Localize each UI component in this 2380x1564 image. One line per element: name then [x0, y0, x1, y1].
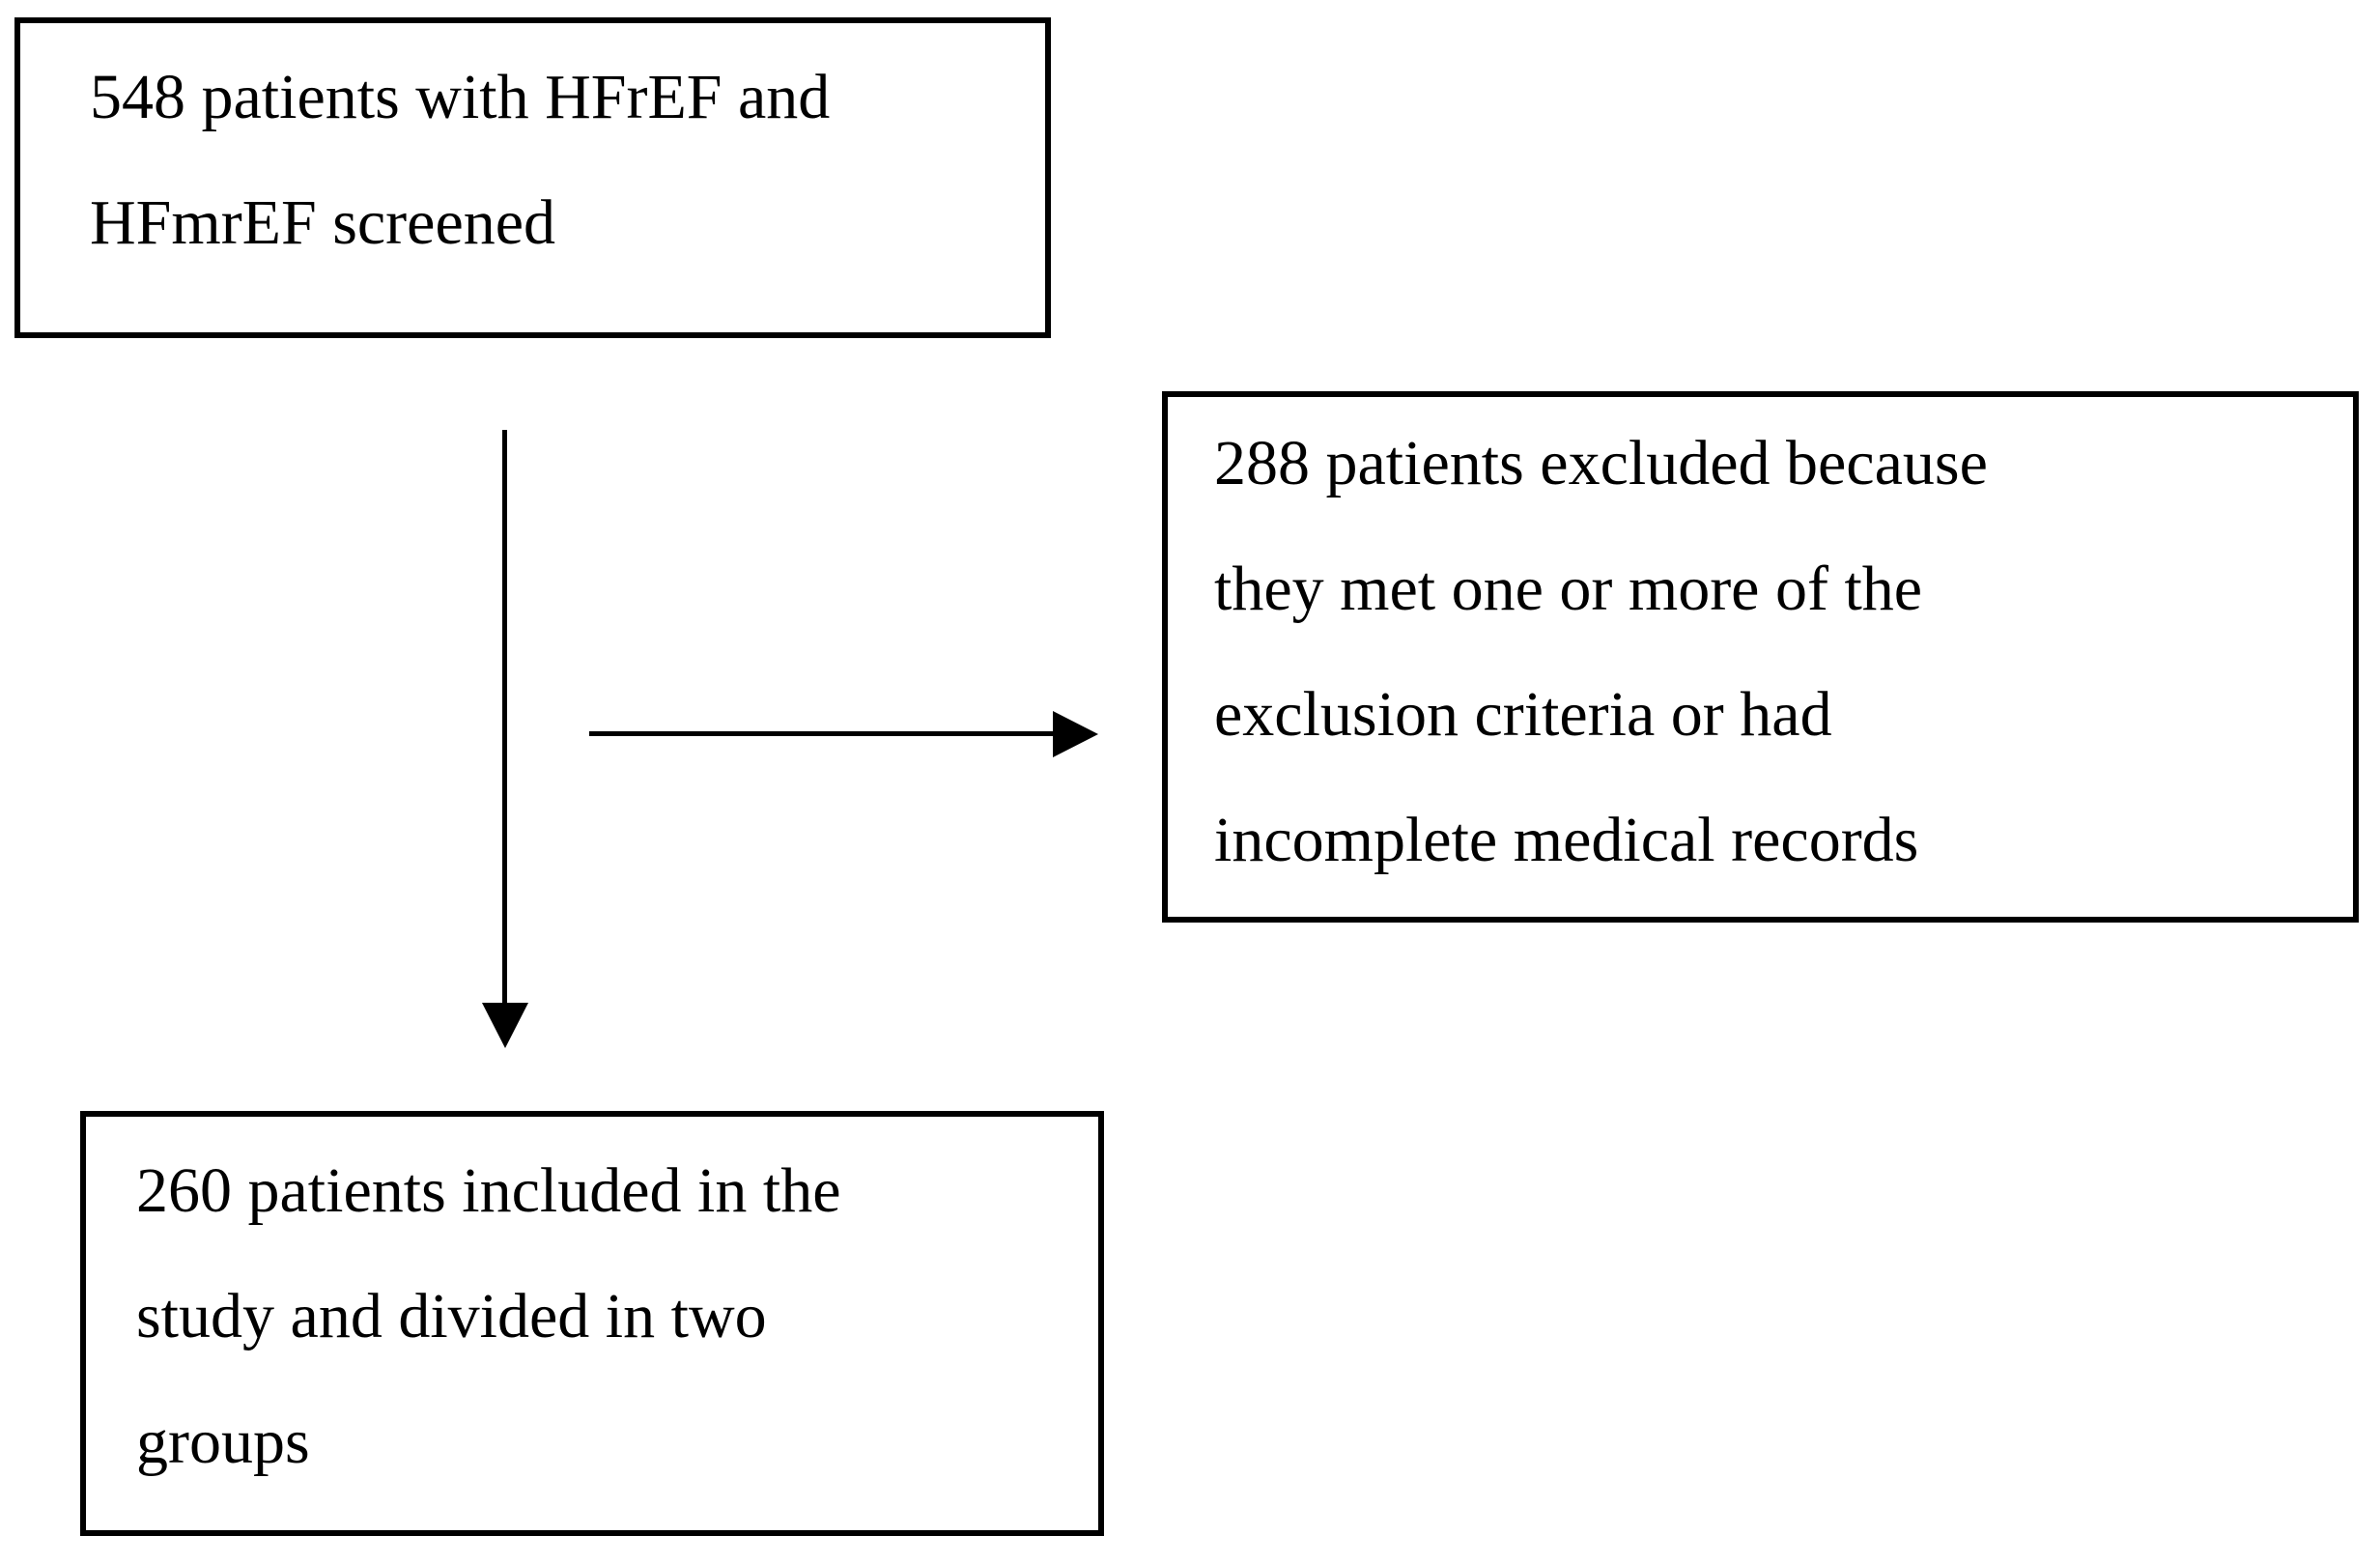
down-arrow-head-icon	[482, 1003, 528, 1048]
flow-box-included: 260 patients included in the study and d…	[80, 1111, 1104, 1536]
down-arrow-line	[502, 430, 507, 1005]
flow-box-included-text: 260 patients included in the study and d…	[136, 1155, 841, 1477]
flow-box-excluded: 288 patients excluded because they met o…	[1162, 391, 2359, 923]
right-arrow-head-icon	[1053, 711, 1098, 757]
flow-box-screened-text: 548 patients with HFrEF and HFmrEF scree…	[90, 62, 831, 258]
flow-box-excluded-text: 288 patients excluded because they met o…	[1214, 428, 1988, 875]
flow-box-screened: 548 patients with HFrEF and HFmrEF scree…	[14, 17, 1051, 338]
right-arrow-line	[589, 731, 1055, 736]
